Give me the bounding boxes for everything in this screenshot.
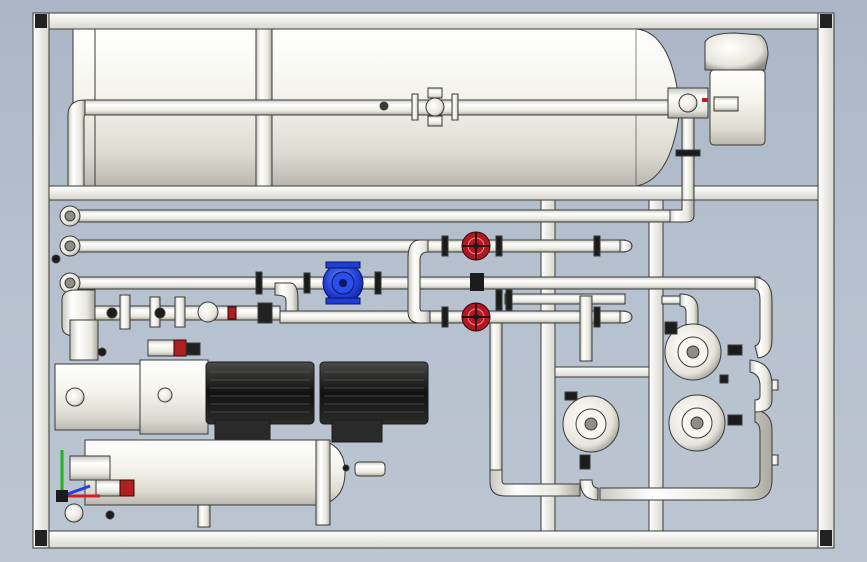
frame-bottom-rail xyxy=(32,530,835,549)
pipe-run-4 xyxy=(279,310,626,324)
level-controller xyxy=(667,32,769,223)
motor-pump-assembly xyxy=(54,359,429,443)
receiver-tank xyxy=(64,439,386,528)
gate-valve-upper[interactable] xyxy=(461,231,491,261)
motor-1 xyxy=(205,361,315,425)
centrifugal-pump[interactable] xyxy=(322,261,364,305)
frame-top-rail xyxy=(32,12,835,30)
upper-pipe-header xyxy=(67,87,686,187)
frame xyxy=(32,12,835,549)
frame-mid-post-b xyxy=(648,199,664,532)
pipe-run-2 xyxy=(69,239,421,253)
filter-housings xyxy=(562,321,743,470)
coordinate-triad xyxy=(56,450,100,502)
frame-right-post xyxy=(817,12,835,549)
check-valve xyxy=(61,282,299,361)
pipe-run-1 xyxy=(69,209,671,223)
gate-valve-lower[interactable] xyxy=(461,273,491,332)
pipe-manifold xyxy=(51,205,779,501)
frame-middle-rail xyxy=(48,185,819,201)
frame-left-post xyxy=(32,12,50,549)
motor-2 xyxy=(319,361,429,425)
